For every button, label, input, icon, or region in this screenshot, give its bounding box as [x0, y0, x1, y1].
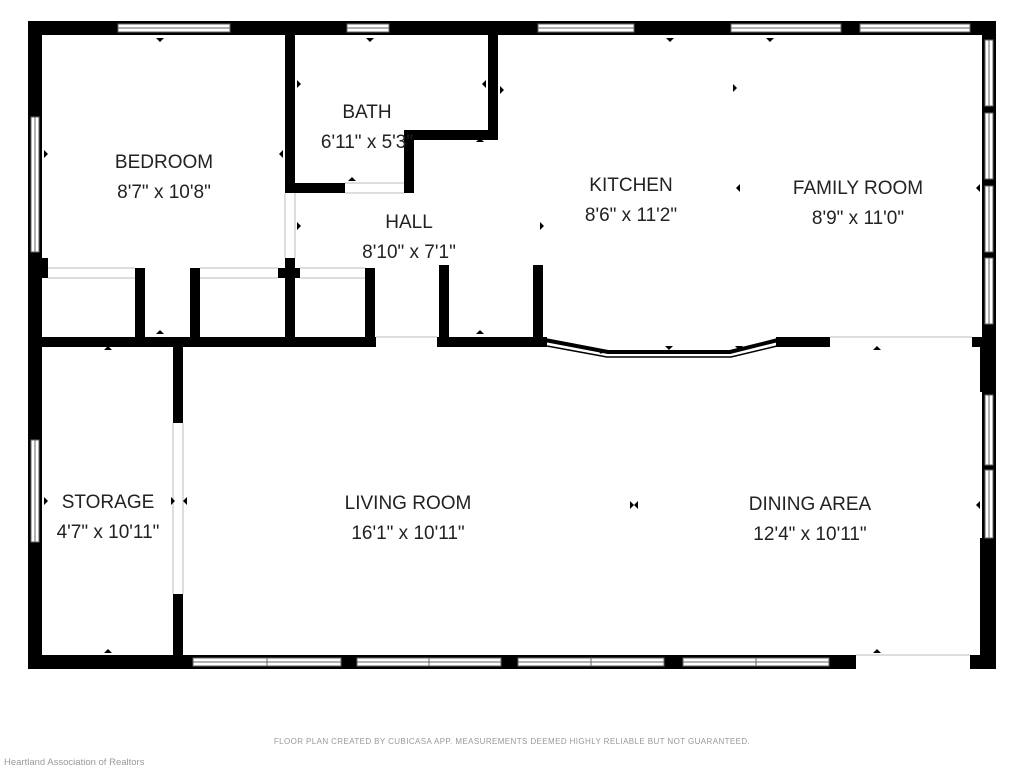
wall-mid-far-right: [972, 337, 996, 347]
marker: [348, 177, 356, 181]
marker: [634, 501, 638, 509]
wall-bath-step-h: [404, 130, 498, 140]
wall-bedroom-right-low: [285, 258, 295, 342]
room-label-kitchen: KITCHEN 8'6" x 11'2": [585, 171, 677, 231]
room-name: LIVING ROOM: [344, 493, 472, 514]
room-name: DINING AREA: [748, 494, 872, 515]
wall-closet-c: [365, 268, 375, 342]
disclaimer-text: FLOOR PLAN CREATED BY CUBICASA APP. MEAS…: [273, 737, 751, 746]
wall-hall-a: [439, 265, 449, 345]
marker: [183, 497, 187, 505]
room-name: FAMILY ROOM: [792, 178, 924, 199]
room-label-dining-area: DINING AREA 12'4" x 10'11": [749, 490, 871, 550]
marker: [976, 184, 980, 192]
wall-closet-a: [135, 268, 145, 342]
wall-closet-b: [190, 268, 200, 342]
marker: [597, 350, 605, 354]
wall-bath-right: [488, 35, 498, 140]
marker: [156, 38, 164, 42]
marker: [735, 346, 743, 350]
marker: [976, 501, 980, 509]
marker: [476, 330, 484, 334]
wall-bath-bottom: [285, 183, 345, 193]
marker: [766, 38, 774, 42]
wall-bath-step-v: [404, 130, 414, 193]
room-name: STORAGE: [61, 492, 155, 513]
marker: [279, 150, 283, 158]
wall-mid-left: [28, 337, 376, 347]
room-label-living-room: LIVING ROOM 16'1" x 10'11": [345, 489, 472, 549]
room-dimensions: 6'11" x 5'3": [320, 132, 414, 153]
room-label-bath: BATH 6'11" x 5'3": [321, 98, 413, 158]
room-label-bedroom: BEDROOM 8'7" x 10'8": [115, 148, 213, 208]
marker: [733, 84, 737, 92]
bay-window: [544, 338, 779, 358]
room-label-hall: HALL 8'10" x 7'1": [362, 208, 456, 268]
room-dimensions: 8'7" x 10'8": [117, 182, 211, 203]
wall-closet-top-a: [28, 258, 48, 278]
wall-storage-upper: [173, 337, 183, 423]
wall-storage-lower: [173, 594, 183, 669]
attribution-text: Heartland Association of Realtors: [4, 757, 145, 768]
marker: [44, 497, 48, 505]
marker: [44, 150, 48, 158]
marker: [873, 649, 881, 653]
wall-markers: [44, 38, 980, 653]
room-dimensions: 8'10" x 7'1": [362, 242, 456, 263]
marker: [540, 222, 544, 230]
marker: [666, 38, 674, 42]
windows: [30, 23, 994, 667]
wall-mid-right: [776, 337, 830, 347]
room-name: KITCHEN: [589, 175, 673, 196]
marker: [297, 80, 301, 88]
room-dimensions: 16'1" x 10'11": [351, 523, 465, 544]
marker: [630, 501, 634, 509]
room-dimensions: 12'4" x 10'11": [753, 524, 867, 545]
room-dimensions: 8'9" x 11'0": [811, 208, 905, 229]
marker: [665, 346, 673, 350]
room-name: BEDROOM: [114, 152, 214, 173]
marker: [406, 177, 414, 181]
wall-mid-center: [437, 337, 547, 347]
room-name: HALL: [385, 212, 433, 233]
room-name: BATH: [342, 102, 392, 123]
wall-right-bottom: [980, 538, 996, 669]
wall-bedroom-right: [285, 35, 295, 193]
room-dimensions: 8'6" x 11'2": [584, 205, 678, 226]
marker: [104, 649, 112, 653]
marker: [482, 80, 486, 88]
room-label-storage: STORAGE 4'7" x 10'11": [57, 488, 160, 548]
marker: [171, 497, 175, 505]
marker: [500, 86, 504, 94]
wall-hall-b: [533, 265, 543, 345]
room-label-family-room: FAMILY ROOM 8'9" x 11'0": [793, 174, 923, 234]
marker: [156, 330, 164, 334]
marker: [476, 138, 484, 142]
marker: [297, 222, 301, 230]
wall-right-lower: [980, 347, 996, 392]
marker: [873, 346, 881, 350]
wall-closet-tee: [278, 268, 300, 278]
room-dimensions: 4'7" x 10'11": [56, 522, 160, 543]
marker: [736, 184, 740, 192]
openings: [48, 182, 972, 656]
marker: [366, 38, 374, 42]
marker: [104, 346, 112, 350]
